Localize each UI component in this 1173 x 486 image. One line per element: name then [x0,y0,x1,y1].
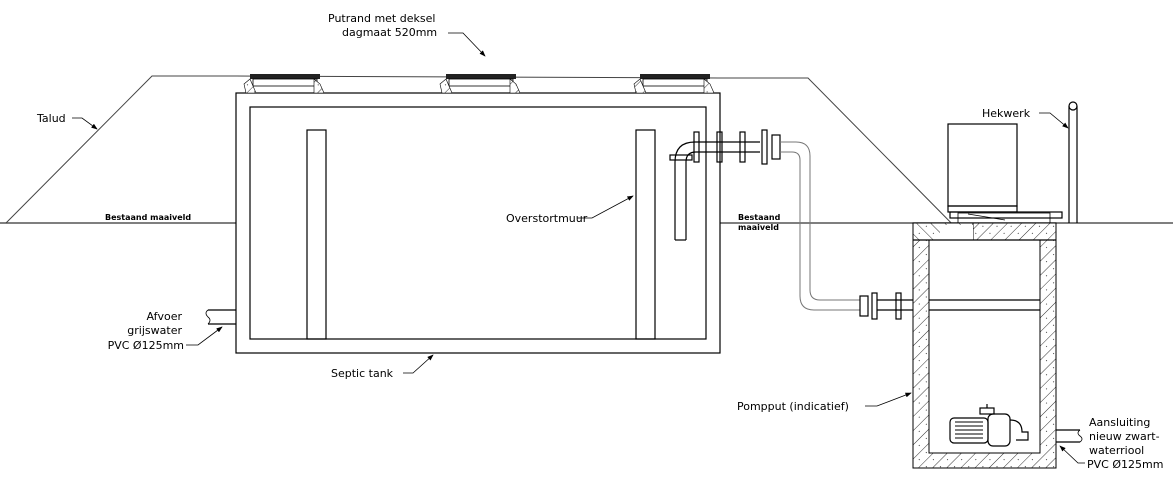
ground-label-left: Bestaand maaiveld [105,213,191,222]
pump [949,404,1029,447]
manhole-covers [243,74,715,94]
connection-label-3: waterriool [1089,444,1144,457]
septic-tank-label: Septic tank [331,367,394,380]
manhole-cover-1 [243,74,325,94]
connection-label-1: Aansluiting [1089,416,1150,429]
cover-label-line1: Putrand met deksel [328,12,435,25]
grey-water-label-2: grijswater [127,324,182,337]
tank-outlet-pipe [669,129,860,311]
overflow-wall-label: Overstortmuur [506,212,588,225]
pump-pit [912,222,1057,469]
grey-water-label-3: PVC Ø125mm [108,339,184,352]
manhole-cover-3 [633,74,715,94]
septic-tank [235,92,721,354]
talud-label: Talud [36,112,66,125]
connection-label-4: PVC Ø125mm [1087,458,1163,471]
grey-water-pipe [205,309,236,325]
labels: Putrand met deksel dagmaat 520mm Talud B… [36,12,1163,471]
control-cabinet [947,123,1063,224]
leader-lines [72,32,1085,464]
grey-water-label-1: Afvoer [146,310,182,323]
pump-pit-label: Pompput (indicatief) [737,400,849,413]
fence-label: Hekwerk [982,107,1031,120]
cover-label-line2: dagmaat 520mm [342,26,437,39]
fence-post [1068,101,1078,223]
ground-label-right-1: Bestaand [738,213,781,222]
sewer-connection-pipe [1056,429,1083,443]
connection-label-2: nieuw zwart- [1089,430,1160,443]
ground-label-right-2: maaiveld [738,223,779,232]
manhole-cover-2 [439,74,521,94]
